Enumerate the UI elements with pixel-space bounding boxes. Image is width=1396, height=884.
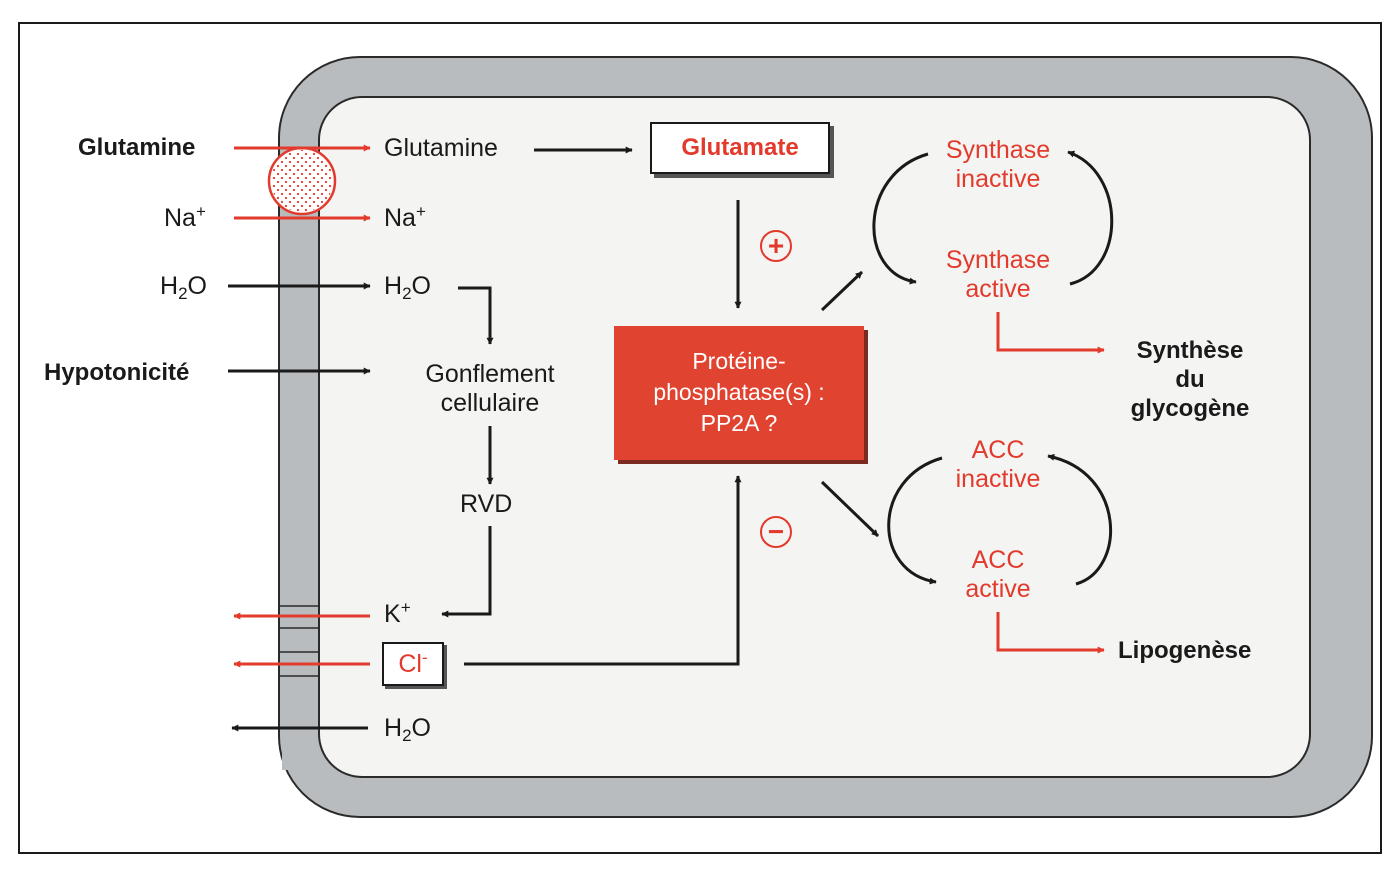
na-inside-label: Na+ [384, 202, 426, 232]
cl-box: Cl- [382, 642, 444, 686]
black-arrows [228, 146, 1114, 732]
minus-sign-icon: − [760, 516, 792, 548]
glutamate-box: Glutamate [650, 122, 830, 174]
h2o-efflux-label: H2O [384, 714, 431, 745]
h2o-inside-label: H2O [384, 272, 431, 303]
h2o-outside-label: H2O [160, 272, 207, 303]
na-outside-label: Na+ [164, 202, 206, 232]
hypotonicite-label: Hypotonicité [44, 359, 190, 386]
influx-arrows [234, 144, 371, 222]
plus-sign-icon: + [760, 230, 792, 262]
glutamine-inside-label: Glutamine [384, 134, 498, 162]
phosphatase-box: Protéine- phosphatase(s) : PP2A ? [614, 326, 864, 460]
ion-channel-lines [280, 605, 320, 677]
k-label: K+ [384, 598, 411, 628]
rvd-label: RVD [460, 490, 513, 518]
glutamine-outside-label: Glutamine [78, 134, 196, 161]
lipogenese-outcome-label: Lipogenèse [1118, 637, 1252, 664]
efflux-arrows [233, 312, 1105, 668]
